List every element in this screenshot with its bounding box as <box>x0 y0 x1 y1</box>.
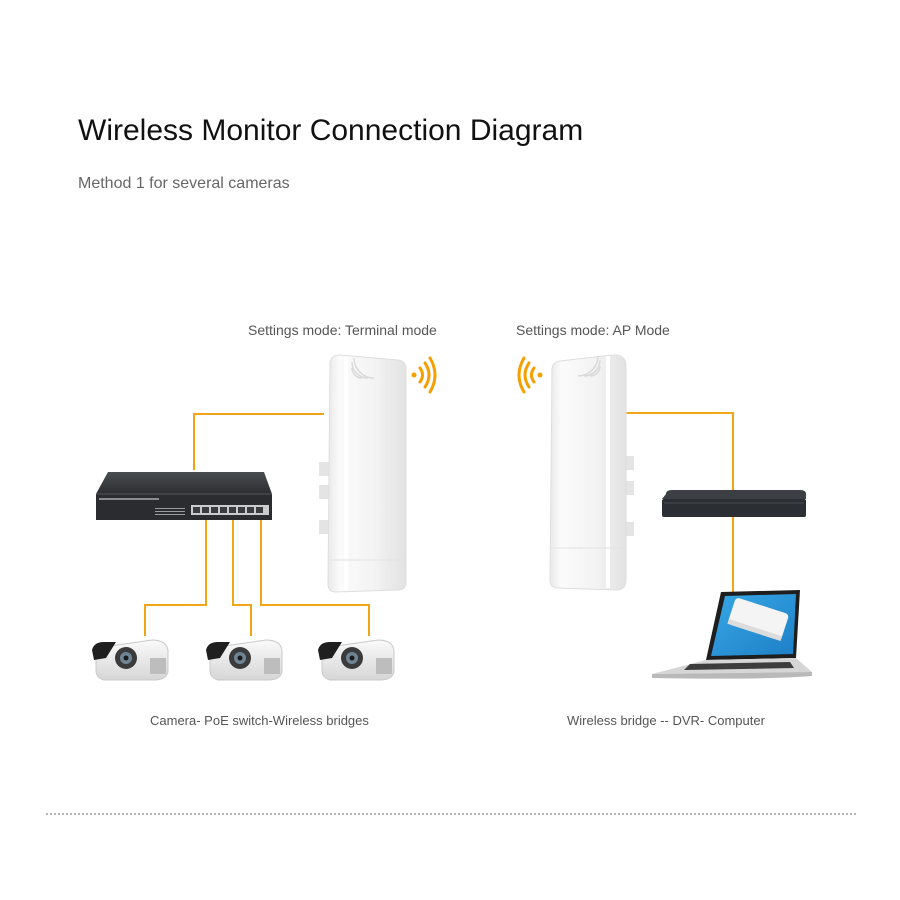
camera-2 <box>206 639 283 681</box>
page-subtitle: Method 1 for several cameras <box>78 175 290 192</box>
page-title: Wireless Monitor Connection Diagram <box>78 114 584 147</box>
camera-3 <box>318 639 395 681</box>
poe-switch <box>96 472 272 520</box>
cable-bridge-to-dvr <box>626 412 734 490</box>
dotted-divider <box>46 813 856 815</box>
laptop <box>652 590 812 679</box>
cable-switch-to-camera-2 <box>232 515 252 636</box>
wireless-bridge-ap <box>549 354 634 591</box>
wifi-signal-right-icon <box>411 356 437 394</box>
terminal-mode-label: Settings mode: Terminal mode <box>248 322 437 338</box>
cable-bridge-to-switch <box>193 413 324 470</box>
antenna-emblem-icon <box>577 355 601 377</box>
left-caption: Camera- PoE switch-Wireless bridges <box>150 713 369 728</box>
wireless-bridge-terminal <box>319 354 407 593</box>
cable-switch-to-camera-3 <box>260 515 370 636</box>
dvr <box>662 490 806 517</box>
bridge-on-screen <box>727 598 789 642</box>
cable-switch-to-camera-1 <box>144 515 207 636</box>
right-caption: Wireless bridge -- DVR- Computer <box>567 713 765 728</box>
wifi-signal-left-icon <box>517 356 543 394</box>
ap-mode-label: Settings mode: AP Mode <box>516 322 670 338</box>
antenna-emblem-icon <box>351 357 375 379</box>
ethernet-ports <box>193 507 263 513</box>
cables <box>144 412 734 636</box>
camera-1 <box>92 639 169 681</box>
